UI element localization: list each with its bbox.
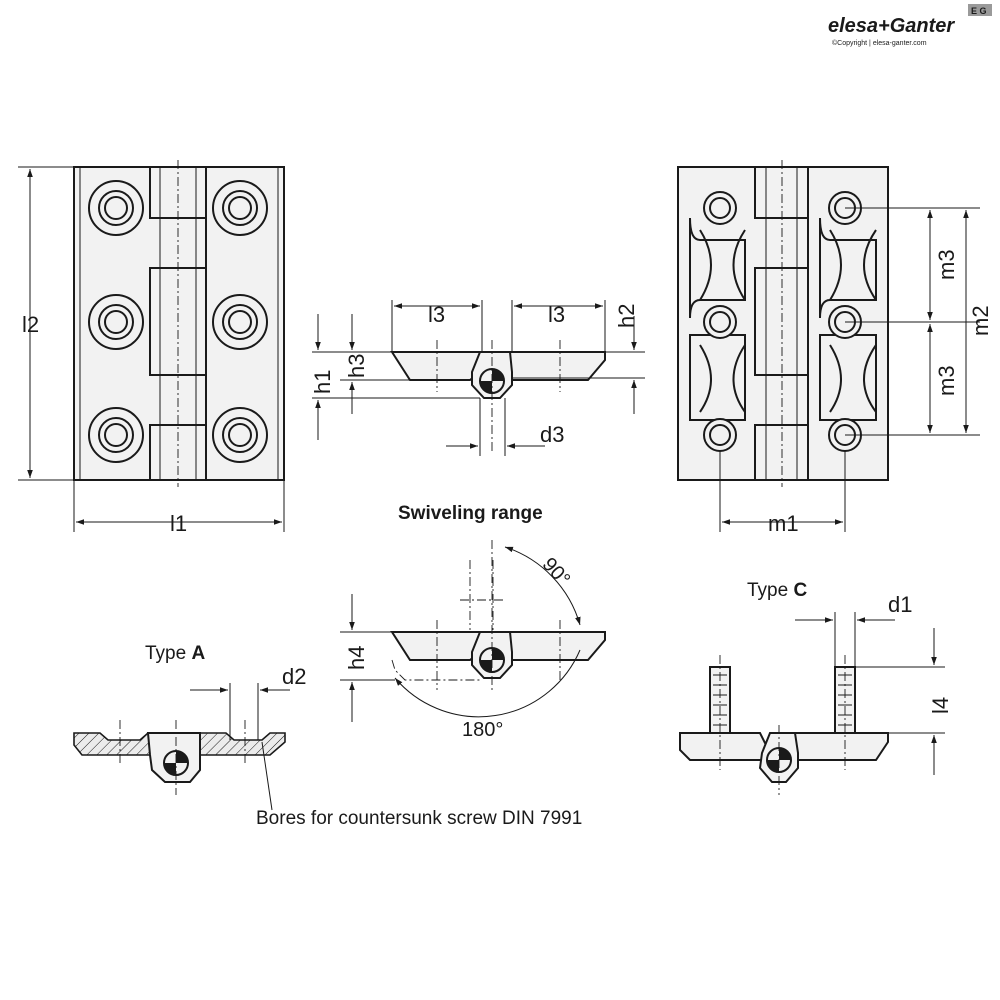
badge-box: [968, 4, 992, 16]
label-h2: h2: [614, 304, 639, 328]
angle-180-label: 180°: [462, 719, 503, 741]
label-l4: l4: [928, 697, 953, 714]
type-c-caption: Type C: [747, 580, 807, 601]
front-view-left: l2 l1: [18, 160, 285, 536]
swiveling-range-view: Swiveling range 90° 180° h4: [340, 503, 606, 741]
bores-note: Bores for countersunk screw DIN 7991: [256, 808, 582, 829]
logo-text: elesa+Ganter: [828, 15, 955, 37]
label-d2: d2: [282, 664, 306, 689]
swiveling-range-title: Swiveling range: [398, 503, 543, 524]
badge-text: E G: [971, 6, 987, 16]
label-m3-upper: m3: [934, 249, 959, 280]
label-l1: l1: [170, 511, 187, 536]
front-view-right: m3 m3 m2 m1: [677, 160, 993, 536]
label-m3-lower: m3: [934, 365, 959, 396]
label-l3-left: l3: [428, 302, 445, 327]
side-view-top: l3 l3 h2 h1 h3 d3: [310, 300, 645, 456]
label-h4: h4: [344, 646, 369, 670]
label-m1: m1: [768, 511, 799, 536]
type-a-view: Type A d2 Bores for countersunk screw DI…: [73, 643, 582, 829]
type-c-view: Type C d1 l4: [679, 580, 953, 795]
angle-90-label: 90°: [538, 553, 575, 590]
brand-logo: elesa+Ganter E G ©Copyright | elesa-gant…: [828, 4, 992, 47]
label-l2: l2: [22, 312, 39, 337]
label-m2: m2: [968, 305, 993, 336]
type-a-caption: Type A: [145, 643, 205, 664]
label-d1: d1: [888, 592, 912, 617]
label-d3: d3: [540, 422, 564, 447]
left-holes: [88, 180, 268, 463]
copyright-text: ©Copyright | elesa-ganter.com: [832, 39, 927, 47]
label-h1: h1: [310, 370, 335, 394]
label-l3-right: l3: [548, 302, 565, 327]
label-h3: h3: [344, 354, 369, 378]
